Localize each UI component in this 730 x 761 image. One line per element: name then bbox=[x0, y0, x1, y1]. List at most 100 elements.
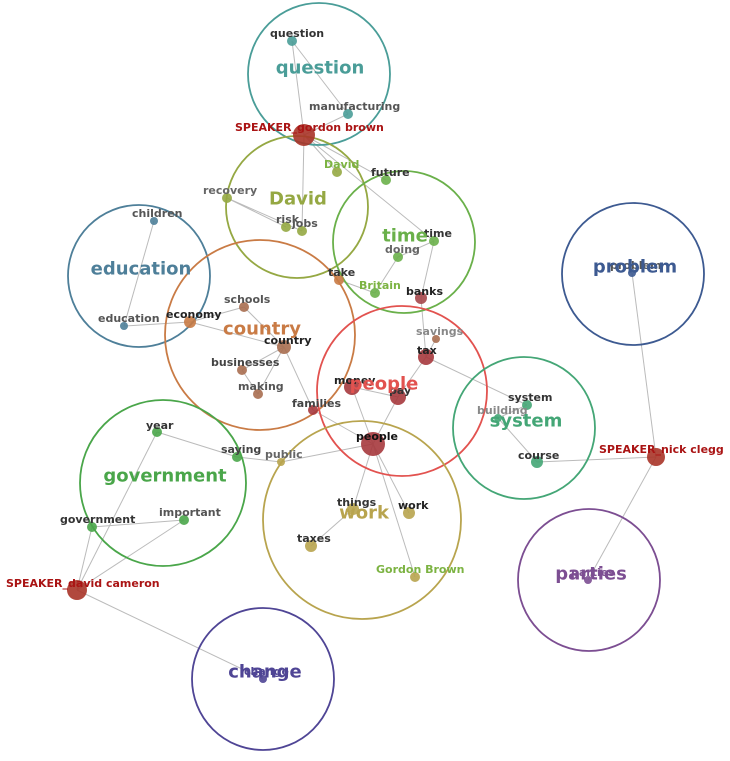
edge-w_tax-w_pay bbox=[397, 356, 427, 398]
word-label-work: work bbox=[398, 499, 429, 512]
word-node-david[interactable] bbox=[332, 167, 342, 177]
edge-w_people-w_public bbox=[280, 443, 374, 463]
word-label-savings: savings bbox=[416, 325, 464, 338]
word-label-change: change bbox=[244, 665, 289, 678]
edge-brown-w_question bbox=[291, 40, 305, 136]
word-node-saying[interactable] bbox=[232, 452, 242, 462]
topic-circle-question[interactable] bbox=[247, 2, 391, 146]
word-node-recovery[interactable] bbox=[222, 193, 232, 203]
word-node-children[interactable] bbox=[150, 217, 158, 225]
topic-circle-change[interactable] bbox=[191, 607, 335, 751]
topic-label-david: David bbox=[269, 189, 327, 210]
edge-w_economy-w_country bbox=[189, 321, 285, 348]
word-label-building: building bbox=[477, 404, 528, 417]
word-node-problem[interactable] bbox=[628, 269, 636, 277]
edge-w_country-w_families bbox=[283, 346, 314, 411]
edge-cameron-w_year bbox=[76, 431, 158, 591]
word-node-education[interactable] bbox=[120, 322, 128, 330]
edge-cameron-w_change bbox=[76, 589, 264, 680]
edge-w_people-w_gordonbrown bbox=[372, 443, 416, 578]
word-node-gordonbrown[interactable] bbox=[410, 572, 420, 582]
topic-circle-time[interactable] bbox=[332, 170, 476, 314]
topic-label-work: work bbox=[339, 503, 390, 524]
topic-circle-education[interactable] bbox=[67, 204, 211, 348]
word-node-work[interactable] bbox=[403, 507, 415, 519]
speaker-node-clegg[interactable] bbox=[647, 448, 665, 466]
word-label-jobs: jobs bbox=[291, 217, 318, 230]
word-node-savings[interactable] bbox=[432, 335, 440, 343]
word-label-time: time bbox=[424, 227, 452, 240]
speaker-node-brown[interactable] bbox=[293, 124, 315, 146]
topic-label-government: government bbox=[103, 466, 227, 487]
word-node-building[interactable] bbox=[494, 414, 502, 422]
word-node-time[interactable] bbox=[429, 236, 439, 246]
word-node-take[interactable] bbox=[334, 275, 344, 285]
word-node-banks[interactable] bbox=[415, 292, 427, 304]
topic-circle-country[interactable] bbox=[164, 239, 356, 431]
word-node-parties[interactable] bbox=[584, 576, 592, 584]
word-label-take: take bbox=[328, 266, 355, 279]
word-node-taxes[interactable] bbox=[305, 540, 317, 552]
edge-cameron-w_important bbox=[76, 519, 185, 591]
speaker-label-cameron: SPEAKER_david cameron bbox=[6, 577, 160, 590]
topic-label-people: people bbox=[350, 374, 419, 395]
word-node-jobs[interactable] bbox=[297, 226, 307, 236]
topic-circle-system[interactable] bbox=[452, 356, 596, 500]
word-label-future: future bbox=[371, 166, 410, 179]
topic-label-question: question bbox=[276, 58, 365, 79]
word-node-things[interactable] bbox=[347, 503, 359, 515]
word-node-businesses[interactable] bbox=[237, 365, 247, 375]
word-node-making[interactable] bbox=[253, 389, 263, 399]
word-node-families[interactable] bbox=[308, 405, 318, 415]
word-label-system: system bbox=[508, 391, 552, 404]
edge-w_course-clegg bbox=[536, 456, 657, 463]
word-label-year: year bbox=[146, 419, 174, 432]
word-node-people[interactable] bbox=[361, 432, 385, 456]
speaker-node-cameron[interactable] bbox=[67, 580, 87, 600]
edge-w_system-w_building bbox=[497, 404, 528, 419]
word-label-people: people bbox=[356, 430, 398, 443]
word-node-risk[interactable] bbox=[281, 222, 291, 232]
word-node-britain[interactable] bbox=[370, 288, 380, 298]
node-layer bbox=[67, 36, 665, 683]
word-node-schools[interactable] bbox=[239, 302, 249, 312]
topic-label-parties: parties bbox=[555, 564, 627, 585]
word-node-tax[interactable] bbox=[418, 349, 434, 365]
word-node-year[interactable] bbox=[152, 427, 162, 437]
word-node-country[interactable] bbox=[277, 340, 291, 354]
word-node-course[interactable] bbox=[531, 456, 543, 468]
edge-brown-w_time bbox=[303, 134, 435, 242]
word-node-change[interactable] bbox=[259, 675, 267, 683]
word-node-government[interactable] bbox=[87, 522, 97, 532]
edge-w_time-w_doing bbox=[397, 240, 435, 258]
topic-circle-government[interactable] bbox=[79, 399, 247, 567]
word-node-pay[interactable] bbox=[390, 389, 406, 405]
topic-circle-parties[interactable] bbox=[517, 508, 661, 652]
word-node-future[interactable] bbox=[381, 175, 391, 185]
edge-w_building-w_course bbox=[497, 417, 538, 463]
word-node-important[interactable] bbox=[179, 515, 189, 525]
edge-w_doing-w_britain bbox=[374, 256, 399, 294]
word-node-public[interactable] bbox=[277, 458, 285, 466]
edge-w_children-w_education bbox=[123, 220, 155, 327]
topic-circle-work[interactable] bbox=[262, 420, 462, 620]
word-label-britain: Britain bbox=[359, 279, 401, 292]
word-node-doing[interactable] bbox=[393, 252, 403, 262]
word-label-making: making bbox=[238, 380, 284, 393]
topic-circle-problem[interactable] bbox=[561, 202, 705, 346]
word-node-question[interactable] bbox=[287, 36, 297, 46]
word-node-system[interactable] bbox=[522, 400, 532, 410]
edge-w_question-w_manufacturing bbox=[291, 40, 349, 115]
edge-w_problem-clegg bbox=[631, 272, 657, 458]
word-label-question: question bbox=[270, 27, 324, 40]
word-node-money[interactable] bbox=[344, 379, 360, 395]
word-node-manufacturing[interactable] bbox=[343, 109, 353, 119]
edge-w_things-w_taxes bbox=[310, 508, 354, 547]
edge-clegg-w_parties bbox=[587, 456, 657, 581]
topic-circle-people[interactable] bbox=[316, 305, 488, 477]
word-label-money: money bbox=[334, 374, 375, 387]
label-layer: questionmanufacturingDavidfuturerecovery… bbox=[6, 27, 724, 683]
word-node-economy[interactable] bbox=[184, 316, 196, 328]
edge-w_education-w_economy bbox=[123, 321, 191, 327]
word-label-doing: doing bbox=[385, 243, 420, 256]
